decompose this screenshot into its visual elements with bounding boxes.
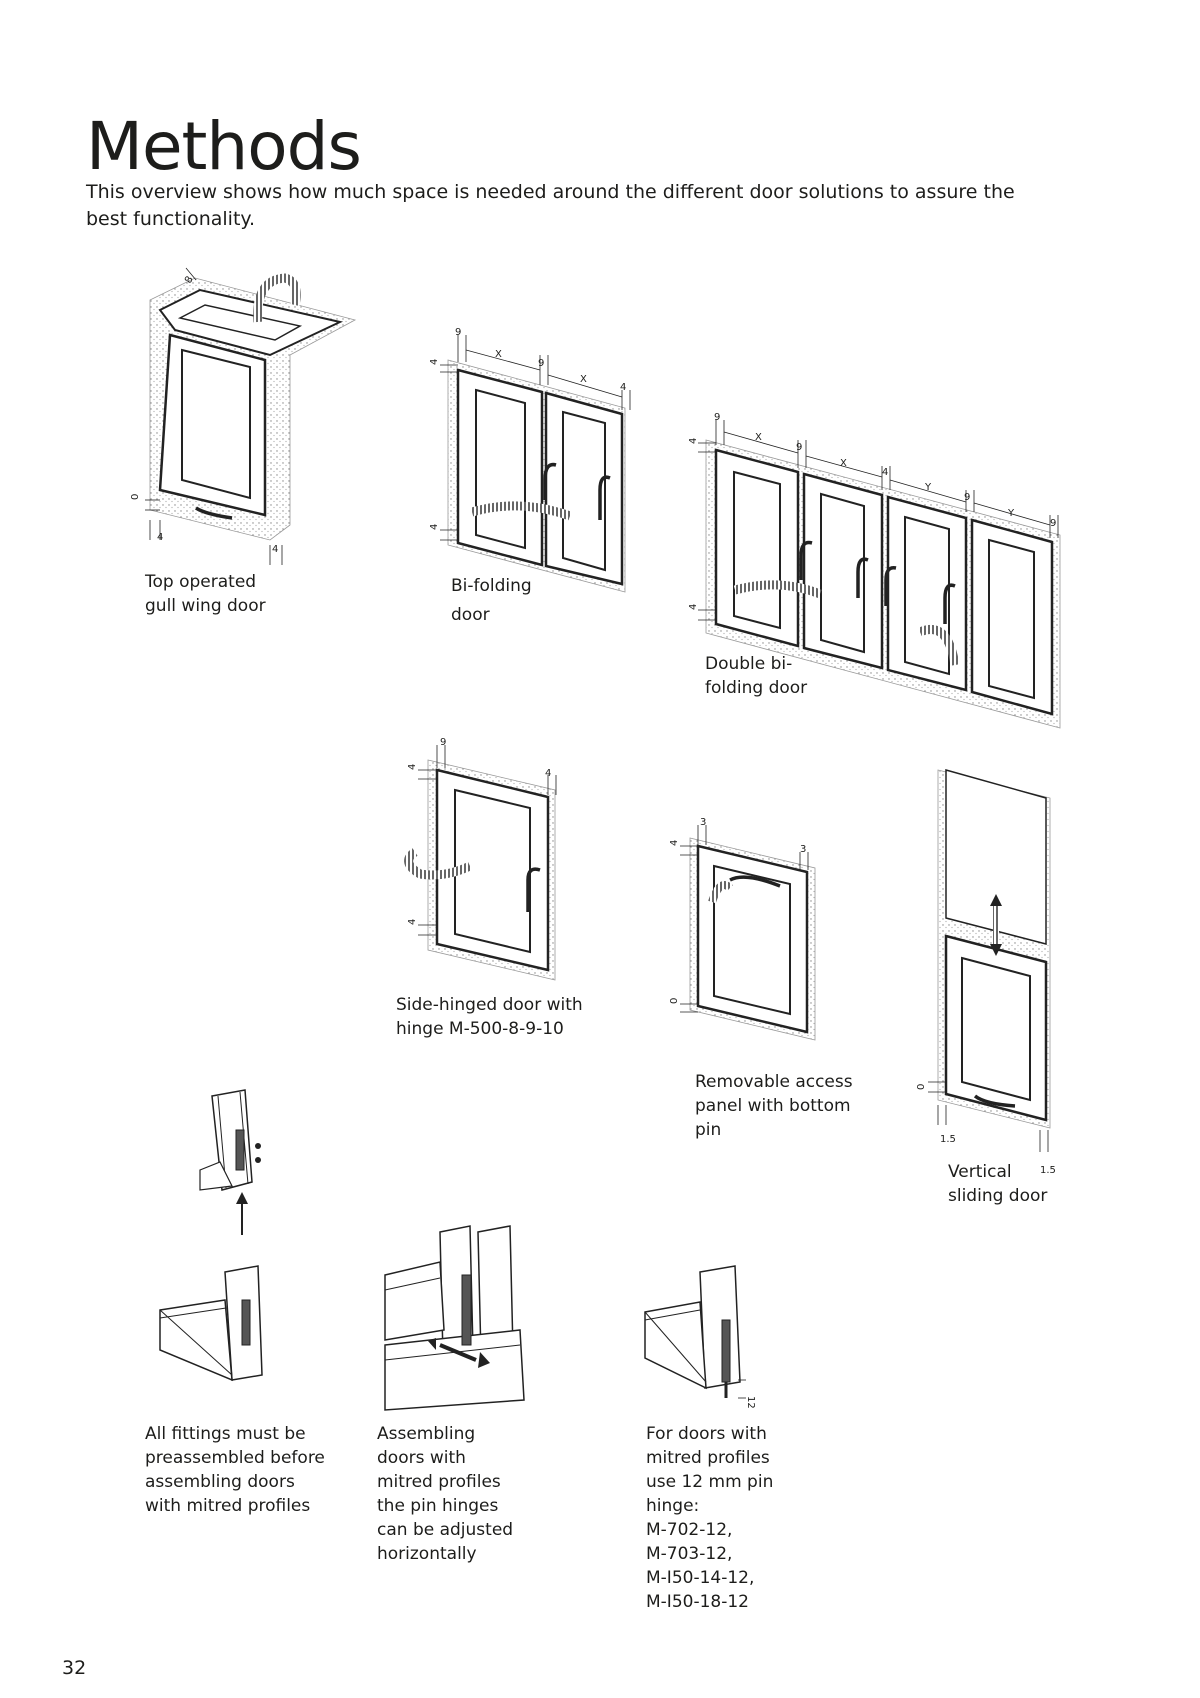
dim-dbf-gap-a: 9 [714, 412, 720, 423]
caption-bi-folding-door: Bi-folding door [451, 576, 532, 625]
dim-rp-top: 4 [669, 840, 680, 846]
dim-rp-left: 3 [700, 817, 706, 828]
dim-sh-top: 4 [407, 764, 418, 770]
bi-folding-door-drawing: 9 X 9 X 4 4 4 [429, 327, 631, 593]
caption-preassembled-fittings: All fittings must be preassembled before… [145, 1424, 325, 1516]
dim-dbf-top: 4 [688, 438, 699, 444]
preassembled-fittings-drawing [159, 1089, 263, 1382]
dim-bf-width-2: X [580, 374, 587, 385]
dim-vs-left: 1.5 [940, 1134, 956, 1145]
dim-vs-bottom: 0 [916, 1084, 927, 1090]
dim-dbf-gap-b: 9 [796, 442, 802, 453]
dim-gull-top: 8 [183, 274, 196, 285]
dim-bf-width-1: X [495, 349, 502, 360]
caption-removable-access-panel: Removable access panel with bottom pin [695, 1072, 853, 1140]
removable-panel-drawing: 3 3 4 0 [669, 817, 816, 1041]
dim-rp-bottom: 0 [669, 998, 680, 1004]
dim-gull-bottom-gap: 0 [130, 494, 141, 500]
double-bi-folding-door-drawing: 9 X 9 X 4 Y 9 Y 9 4 4 [688, 412, 1061, 729]
caption-vertical-sliding-door: Vertical sliding door [948, 1162, 1048, 1206]
dim-sh-right: 4 [545, 768, 551, 779]
assembling-doors-drawing [384, 1225, 525, 1411]
side-hinged-door-drawing: 9 4 4 4 [404, 737, 557, 981]
dim-dbf-gap-d: 9 [964, 492, 970, 503]
dim-bf-top: 4 [429, 359, 440, 365]
dim-bf-bottom: 4 [429, 524, 440, 530]
dim-dbf-width-2: X [840, 458, 847, 469]
caption-side-hinged-door: Side-hinged door with hinge M-500-8-9-10 [396, 995, 583, 1039]
dim-dbf-width-4: Y [1007, 508, 1015, 519]
dim-vs-right: 1.5 [1040, 1165, 1056, 1176]
caption-double-bi-folding-door: Double bi- folding door [705, 654, 808, 698]
caption-assembling-doors: Assembling doors with mitred profiles th… [377, 1424, 514, 1564]
vertical-sliding-door-drawing: 0 1.5 1.5 [916, 769, 1056, 1176]
page-title: Methods [86, 108, 362, 186]
dim-gull-right: 4 [272, 544, 278, 555]
caption-gull-wing-door: Top operated gull wing door [145, 572, 266, 616]
pin-hinge-drawing: 12 [644, 1265, 756, 1409]
dim-sh-bottom: 4 [407, 919, 418, 925]
intro-text: This overview shows how much space is ne… [86, 181, 1015, 230]
dim-pin-length: 12 [745, 1396, 756, 1409]
dim-dbf-bottom: 4 [688, 604, 699, 610]
gull-wing-door-drawing: 8 0 4 4 [130, 267, 357, 565]
page-number: 32 [62, 1657, 87, 1679]
dim-rp-right: 3 [800, 844, 806, 855]
dim-dbf-gap-e: 9 [1050, 518, 1056, 529]
dim-bf-gap-a: 9 [455, 327, 461, 338]
dim-sh-gap: 9 [440, 737, 446, 748]
dim-bf-right: 4 [620, 382, 626, 393]
dim-bf-gap-b: 9 [538, 358, 544, 369]
dim-dbf-width-1: X [755, 432, 762, 443]
caption-pin-hinge: For doors with mitred profiles use 12 mm… [646, 1424, 774, 1612]
dim-gull-left: 4 [157, 532, 163, 543]
dim-dbf-width-3: Y [924, 482, 932, 493]
dim-dbf-gap-c: 4 [882, 467, 888, 478]
